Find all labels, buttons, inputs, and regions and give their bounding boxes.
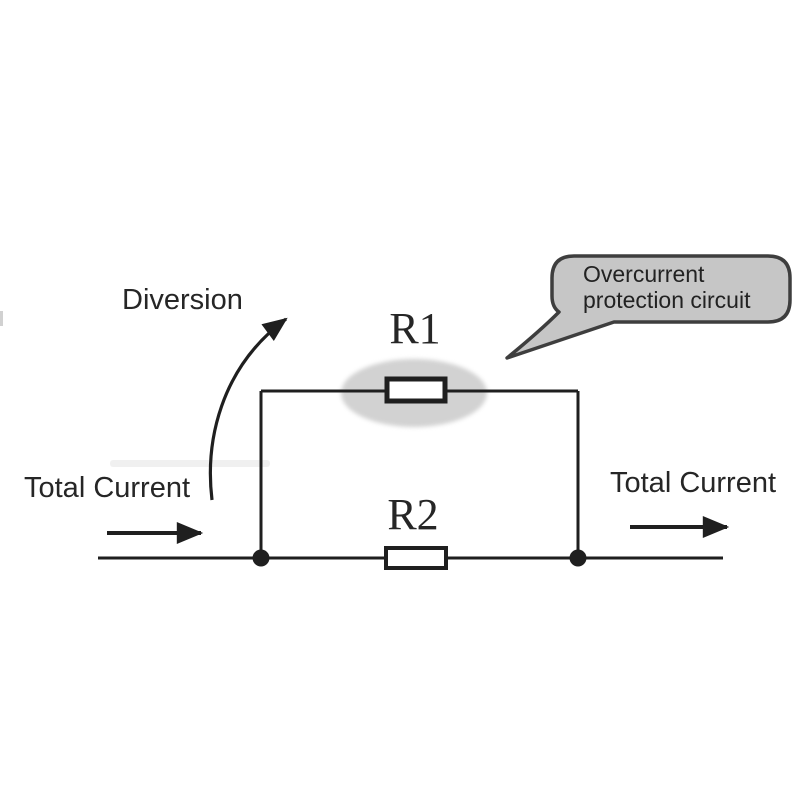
resistor-r1 (384, 376, 448, 404)
r1-label: R1 (389, 304, 441, 353)
r2-label: R2 (387, 490, 439, 539)
diversion-label: Diversion (122, 284, 243, 316)
junction-dot-left (252, 549, 270, 567)
speech-bubble-text: Overcurrent protection circuit (583, 261, 750, 313)
junction-dot-right (569, 549, 587, 567)
scan-ghost-smudge (110, 460, 270, 467)
total-current-left-label: Total Current (24, 472, 191, 504)
resistor-r2 (384, 546, 448, 570)
diversion-arrow (208, 317, 288, 501)
speech-bubble-line1: Overcurrent (583, 261, 705, 287)
speech-bubble-line2: protection circuit (583, 287, 751, 313)
edge-artifact (0, 311, 3, 326)
total-current-right-label: Total Current (610, 467, 777, 499)
speech-bubble (505, 254, 792, 360)
